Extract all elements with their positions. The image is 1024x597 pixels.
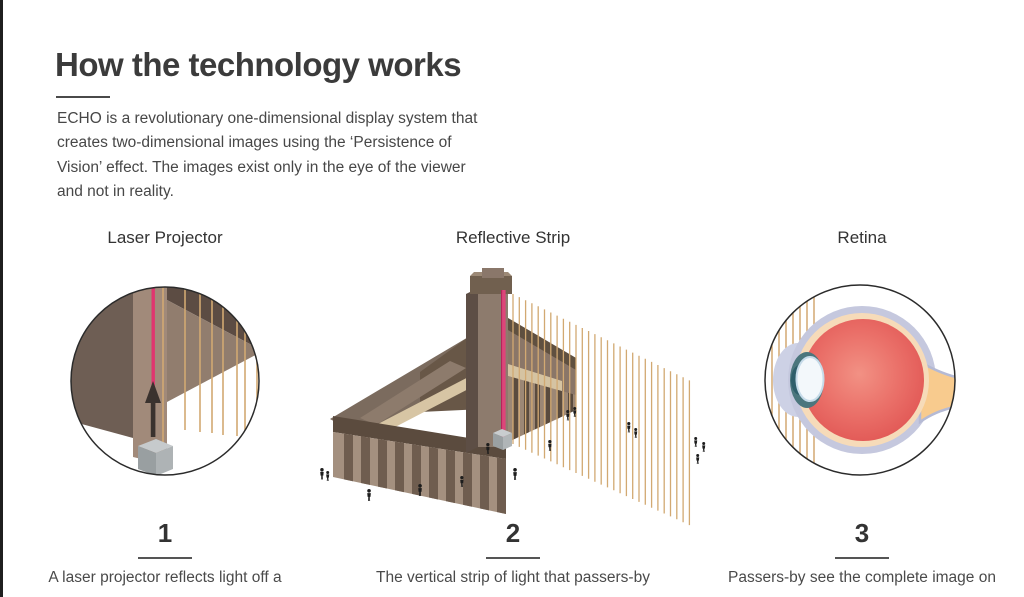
building-right-wing xyxy=(508,318,576,442)
circle-frame xyxy=(70,286,260,476)
page-title: How the technology works xyxy=(55,46,462,83)
laser-projector-illustration xyxy=(69,285,261,477)
light-rays xyxy=(162,287,258,457)
heading-retina: Retina xyxy=(837,228,887,247)
building-tower xyxy=(466,268,512,453)
tower-front-wall xyxy=(133,287,167,465)
left-edge-border xyxy=(0,0,3,597)
step-2-underline xyxy=(486,557,540,559)
up-arrow-icon xyxy=(145,381,161,437)
projector-cube xyxy=(138,439,173,475)
optic-nerve xyxy=(918,359,955,425)
step-1-underline xyxy=(138,557,192,559)
reflective-strip-laser-line xyxy=(502,290,506,443)
intro-line-3: Vision’ effect. The images exist only in… xyxy=(57,158,466,176)
intro-paragraph: ECHO is a revolutionary one-dimensional … xyxy=(57,107,477,204)
step-3-underline xyxy=(835,557,889,559)
circle-frame xyxy=(764,284,956,476)
intro-line-1: ECHO is a revolutionary one-dimensional … xyxy=(57,110,478,127)
heading-reflective-strip: Reflective Strip xyxy=(455,228,571,247)
caption-step-2: The vertical strip of light that passers… xyxy=(376,569,650,586)
projector-cube-small xyxy=(493,429,512,450)
title-underline xyxy=(56,96,110,98)
eyeball-interior xyxy=(802,319,924,441)
intro-line-4: and not in reality. xyxy=(57,182,174,200)
caption-step-3: Passers-by see the complete image on xyxy=(728,569,996,586)
reflective-strip-illustration xyxy=(300,268,720,528)
heading-laser-projector: Laser Projector xyxy=(107,228,223,247)
lens xyxy=(795,356,825,402)
caption-step-1: A laser projector reflects light off a xyxy=(48,569,282,586)
step-number-2: 2 xyxy=(505,518,521,548)
step-number-3: 3 xyxy=(854,518,870,548)
intro-line-2: creates two-dimensional images using the… xyxy=(57,134,452,152)
light-ray-fan xyxy=(512,294,691,526)
receding-wall xyxy=(167,300,259,402)
laser-beam xyxy=(151,287,155,393)
retina-illustration xyxy=(762,282,958,478)
tower-side-wall xyxy=(71,287,133,438)
step-number-1: 1 xyxy=(157,518,173,548)
